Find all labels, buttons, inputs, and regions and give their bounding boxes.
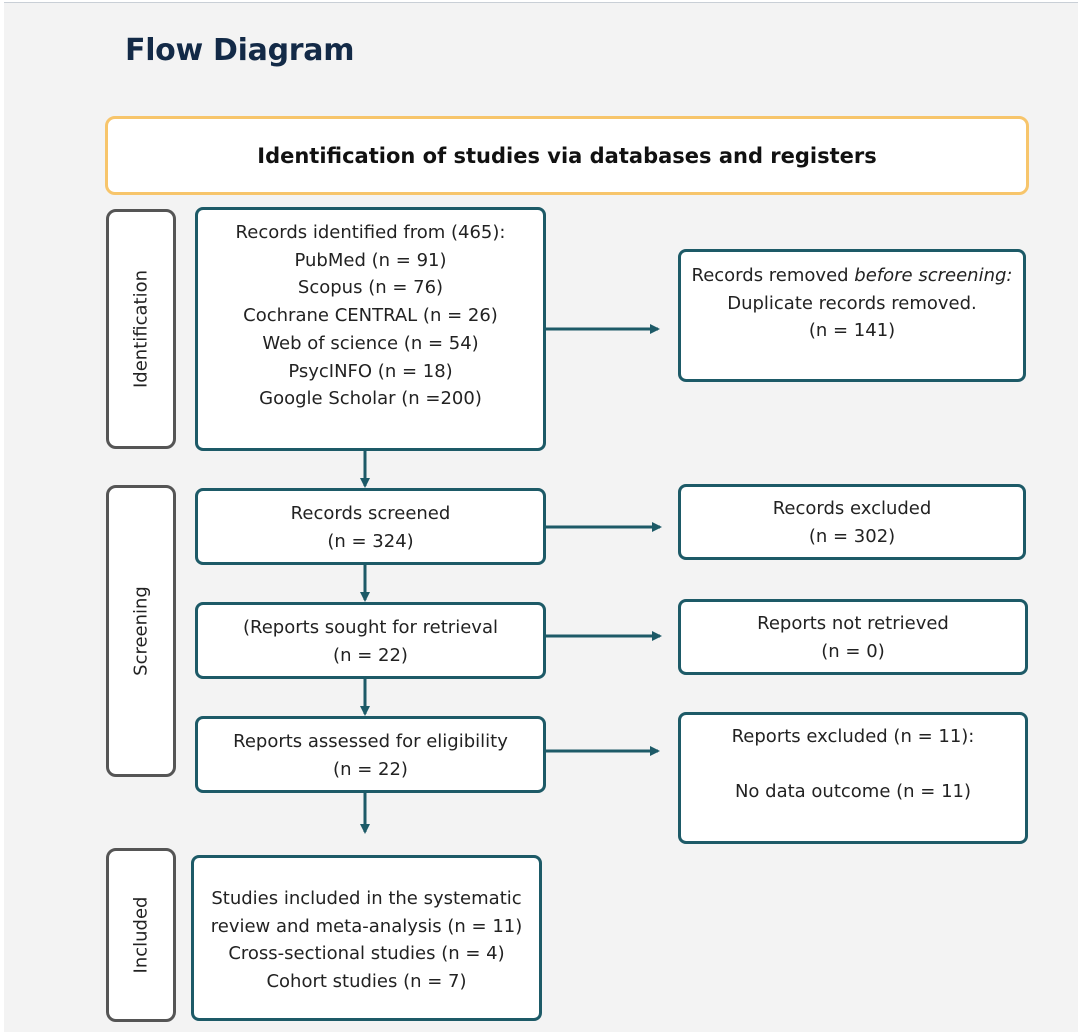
source-psycinfo: PsycINFO (n = 18) xyxy=(288,360,453,382)
reports-not-retrieved-label: Reports not retrieved xyxy=(757,613,949,634)
records-removed-reason: Duplicate records removed. xyxy=(727,292,977,314)
records-removed-count: (n = 141) xyxy=(808,320,896,342)
source-scopus: Scopus (n = 76) xyxy=(297,277,444,299)
records-screened-box: Records screened (n = 324) xyxy=(195,488,546,565)
reports-sought-label: (Reports sought for retrieval xyxy=(243,617,498,638)
studies-included-line-4: Cohort studies (n = 7) xyxy=(266,971,467,993)
source-web-of-science: Web of science (n = 54) xyxy=(262,332,479,354)
source-google-scholar: Google Scholar (n =200) xyxy=(259,388,482,410)
reports-not-retrieved-box: Reports not retrieved (n = 0) xyxy=(678,599,1028,675)
reports-excluded-reason: No data outcome (n = 11) xyxy=(734,781,972,803)
studies-included-line-3: Cross-sectional studies (n = 4) xyxy=(228,943,505,965)
records-screened-count: (n = 324) xyxy=(327,530,414,552)
records-removed-emphasis: before screening: xyxy=(854,265,1013,286)
reports-excluded-label: Reports excluded (n = 11): xyxy=(731,726,975,747)
studies-included-box: Studies included in the systematic revie… xyxy=(191,855,542,1021)
reports-assessed-label: Reports assessed for eligibility xyxy=(233,731,508,752)
stage-screening: Screening xyxy=(106,485,176,777)
records-excluded-label: Records excluded xyxy=(772,498,932,519)
page-title: Flow Diagram xyxy=(125,33,355,68)
records-screened-label: Records screened xyxy=(290,503,451,524)
stage-identification: Identification xyxy=(106,209,176,449)
records-identified-box: Records identified from (465): PubMed (n… xyxy=(195,207,546,451)
identification-banner: Identification of studies via databases … xyxy=(105,116,1029,195)
records-removed-prefix: Records removed xyxy=(691,265,855,286)
reports-sought-count: (n = 22) xyxy=(333,644,408,666)
studies-included-line-1: Studies included in the systematic xyxy=(211,888,522,909)
diagram-panel: Flow Diagram Identification of studies v… xyxy=(4,2,1078,1032)
source-cochrane: Cochrane CENTRAL (n = 26) xyxy=(243,305,498,327)
source-pubmed: PubMed (n = 91) xyxy=(294,249,447,271)
records-removed-heading: Records removed before screening: xyxy=(681,262,1023,290)
reports-assessed-count: (n = 22) xyxy=(333,758,408,780)
records-removed-box: Records removed before screening: Duplic… xyxy=(678,249,1026,382)
reports-excluded-box: Reports excluded (n = 11): No data outco… xyxy=(678,712,1028,844)
records-excluded-count: (n = 302) xyxy=(808,525,896,547)
stage-included: Included xyxy=(106,848,176,1022)
reports-assessed-box: Reports assessed for eligibility (n = 22… xyxy=(195,716,546,793)
connector-arrows xyxy=(360,324,662,834)
records-excluded-box: Records excluded (n = 302) xyxy=(678,484,1026,560)
studies-included-line-2: review and meta-analysis (n = 11) xyxy=(210,915,523,937)
reports-not-retrieved-count: (n = 0) xyxy=(821,640,885,662)
reports-sought-box: (Reports sought for retrieval (n = 22) xyxy=(195,602,546,679)
records-identified-heading: Records identified from (465): xyxy=(235,222,506,243)
